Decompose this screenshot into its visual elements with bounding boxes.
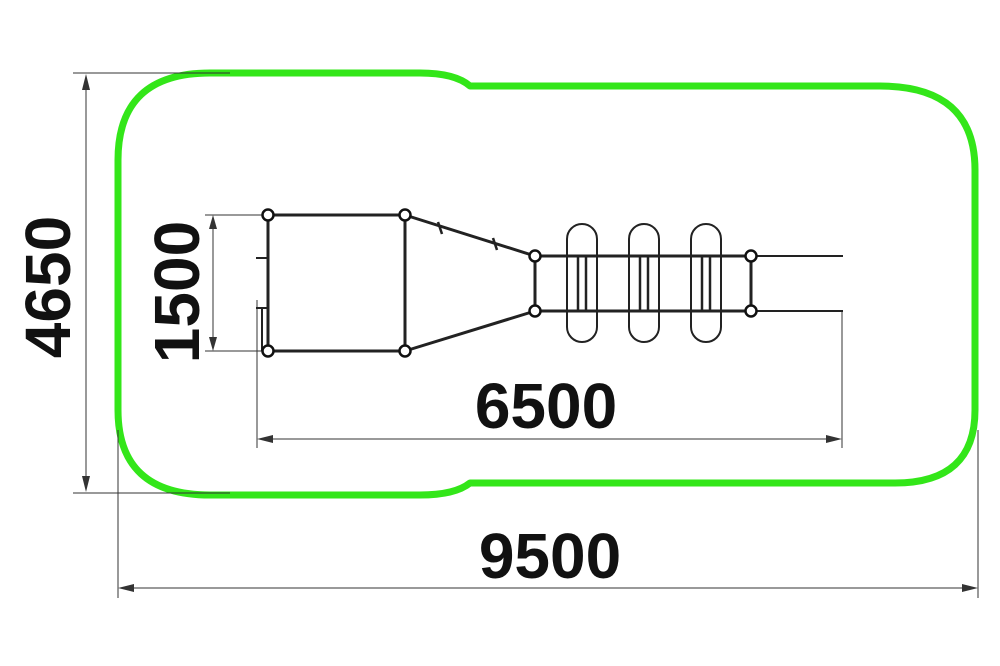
dimension-equipment-width: 1500 [141,214,268,363]
taper-bottom-rail [404,309,536,353]
oval-loop [690,223,722,343]
rung-loop [628,223,660,343]
post [261,208,275,222]
rung-loop [690,223,722,343]
arrowhead [82,476,90,492]
arrowhead [257,435,273,443]
square-frame [266,213,407,353]
depth-label: 4650 [12,216,84,358]
equipment-width-label: 1500 [141,221,213,363]
dimension-depth: 4650 [12,72,230,494]
taper-rung [491,237,499,251]
taper-rung [436,221,444,235]
arrowhead [209,215,217,229]
post [261,344,275,358]
arrowhead [209,337,217,351]
post [528,249,542,263]
arrowhead [82,74,90,90]
post [398,208,412,222]
equipment-frame [256,208,843,358]
width-label: 9500 [479,520,621,592]
post [744,304,758,318]
post [398,344,412,358]
safety-zone-outline [114,69,979,499]
arrowhead [118,584,134,592]
dimension-equipment-length: 6500 [256,300,843,448]
rung-loop [566,223,598,343]
equipment-length-label: 6500 [475,370,617,442]
post [744,249,758,263]
arrowhead [962,584,978,592]
dimension-width: 9500 [117,430,979,598]
arrowhead [826,435,842,443]
taper-top-rail [404,213,536,258]
oval-loop [628,223,660,343]
oval-loop [566,223,598,343]
post [528,304,542,318]
